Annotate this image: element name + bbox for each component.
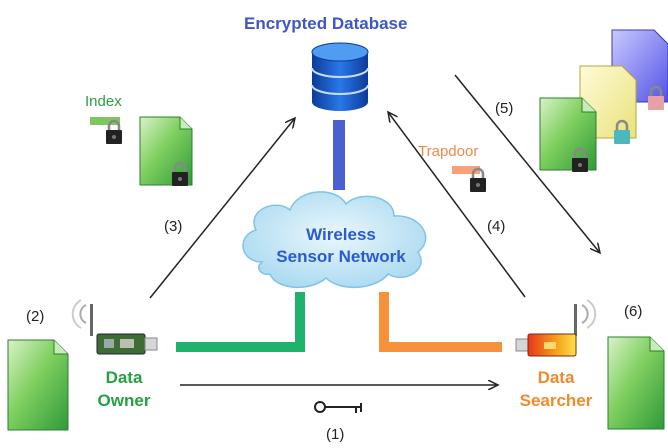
searcher-line-1: Data <box>537 368 575 387</box>
document-icon <box>139 116 193 186</box>
owner-line-1: Data <box>105 368 143 387</box>
padlock-icon <box>470 167 486 192</box>
data-owner-label: Data Owner <box>84 366 164 412</box>
searcher-line-2: Searcher <box>519 391 593 410</box>
padlock-icon <box>648 85 664 110</box>
sensor-node-icon <box>515 299 597 357</box>
step-6-label: (6) <box>624 303 643 320</box>
searcher-link <box>379 292 502 352</box>
wsn-line-2: Sensor Network <box>276 247 406 266</box>
database-title: Encrypted Database <box>244 14 408 33</box>
sensor-node-icon <box>71 299 158 355</box>
padlock-icon <box>106 119 122 144</box>
step-3-label: (3) <box>164 218 183 235</box>
key-icon <box>314 401 362 413</box>
arrow-step-3 <box>149 118 295 299</box>
database-icon <box>311 42 369 111</box>
data-searcher-label: Data Searcher <box>506 366 606 412</box>
step-5-label: (5) <box>495 100 514 117</box>
step-2-label: (2) <box>26 308 45 325</box>
padlock-icon <box>572 147 588 172</box>
index-label: Index <box>85 93 122 110</box>
step-4-label: (4) <box>487 218 506 235</box>
database-link <box>333 120 345 190</box>
cloud-icon <box>242 191 427 289</box>
trapdoor-label: Trapdoor <box>418 143 479 160</box>
wireless-sensor-network-label: Wireless Sensor Network <box>256 224 426 268</box>
arrow-step-4 <box>388 112 526 298</box>
arrow-step-5 <box>454 74 600 253</box>
trapdoor-band <box>452 166 480 174</box>
padlock-icon <box>614 119 630 144</box>
document-icon <box>607 336 665 430</box>
index-band <box>90 117 120 125</box>
wsn-line-1: Wireless <box>306 225 376 244</box>
owner-link <box>176 292 305 352</box>
document-icon <box>539 97 597 171</box>
step-1-label: (1) <box>326 426 345 443</box>
document-icon <box>7 339 69 431</box>
owner-line-2: Owner <box>97 391 151 410</box>
padlock-icon <box>172 161 188 186</box>
